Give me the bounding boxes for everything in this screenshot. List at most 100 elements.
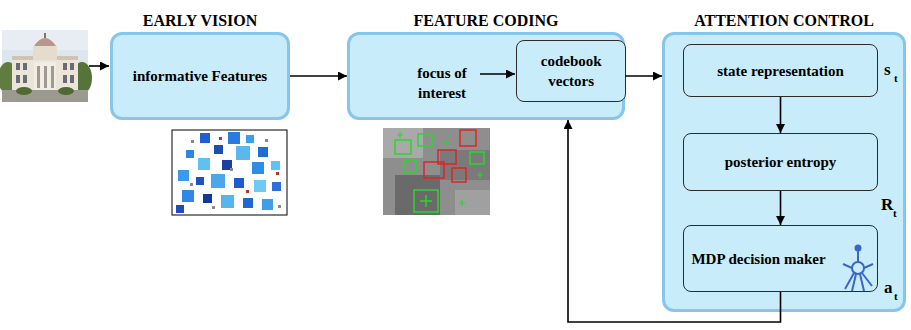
state-symbol: a — [884, 279, 893, 296]
feature-map-picture-part — [176, 205, 184, 213]
focus-picture-part — [420, 195, 432, 207]
building-photo-part — [2, 90, 88, 102]
feature-map-picture-part — [243, 198, 253, 208]
building-photo-part — [58, 87, 74, 95]
process-box: codebook vectors — [516, 40, 626, 102]
feature-map-picture-part — [200, 133, 210, 143]
flow-arrow — [780, 191, 782, 225]
feature-map-picture-part — [236, 146, 250, 160]
feature-map-picture-part — [211, 174, 225, 188]
box-label: state representation — [717, 61, 844, 81]
box-label: focus of interest — [397, 63, 487, 103]
focus-picture-part — [477, 172, 483, 178]
feature-map-picture-part — [271, 161, 280, 170]
building-photo-part — [63, 75, 67, 83]
stage-heading: FEATURE CODING — [350, 12, 622, 30]
stage-heading: EARLY VISION — [113, 12, 287, 30]
stage-box: EARLY VISIONinformative Features — [110, 32, 290, 120]
building-photo-part — [23, 75, 27, 83]
inner-arrow — [480, 73, 515, 75]
building-photo-part — [16, 63, 20, 70]
subscript: t — [893, 208, 897, 219]
focus-picture-part — [395, 140, 411, 154]
process-box: state representation — [683, 44, 878, 97]
flow-arrow — [780, 97, 782, 133]
focus-picture-part — [440, 150, 490, 180]
stage-heading: ATTENTION CONTROL — [665, 12, 903, 30]
box-label: posterior entropy — [725, 152, 837, 172]
focus-picture-part — [395, 175, 440, 215]
building-photo-part — [37, 66, 40, 88]
building-photo-part — [23, 63, 27, 70]
focus-picture-part — [455, 190, 490, 215]
feature-map-picture-part — [246, 135, 254, 143]
feature-map-picture-part — [278, 205, 281, 208]
building-photo-part — [2, 30, 88, 102]
flow-arrow — [625, 75, 662, 77]
feature-map-picture-part — [190, 183, 193, 186]
feature-map-picture-part — [265, 139, 268, 142]
building-photo-part — [12, 58, 78, 90]
focus-picture-part — [418, 134, 432, 146]
feature-map-picture-part — [230, 168, 233, 171]
feature-map-picture-part — [254, 180, 266, 192]
feature-map-picture-part — [276, 172, 279, 175]
feature-map-picture-part — [178, 170, 189, 181]
focus-picture-part — [459, 200, 465, 206]
box-label: codebook vectors — [517, 51, 625, 91]
focus-picture — [383, 128, 490, 215]
feature-map-picture-part — [198, 158, 210, 170]
building-photo-part — [70, 75, 74, 83]
feature-map-picture — [172, 130, 287, 215]
building-photo — [0, 30, 92, 102]
feature-map-picture-part — [258, 147, 268, 157]
stage-box: codebook vectorsFEATURE CODINGfocus of i… — [347, 32, 625, 120]
building-photo-part — [44, 66, 47, 88]
tree-icon-part — [856, 246, 861, 251]
box-label: informative Features — [133, 66, 267, 86]
feature-map-picture-part — [191, 140, 194, 143]
focus-picture-part — [397, 132, 403, 138]
state-symbol: s — [884, 61, 891, 78]
focus-picture-part — [444, 140, 450, 146]
input-arrow — [89, 65, 109, 67]
feature-map-picture-part — [246, 190, 249, 193]
building-photo-part — [51, 66, 54, 88]
feature-map-picture-part — [214, 145, 223, 154]
feature-map-picture-part — [272, 182, 281, 191]
subscript: t — [894, 73, 898, 84]
building-photo-part — [16, 75, 20, 83]
feature-map-picture-part — [222, 160, 232, 170]
focus-picture-part — [404, 160, 416, 172]
focus-picture-part — [414, 190, 438, 212]
building-photo-part — [70, 63, 74, 70]
building-photo-part — [16, 87, 32, 95]
feature-map-picture-part — [212, 206, 215, 209]
feature-map-picture-part — [186, 150, 194, 158]
feature-map-picture-part — [252, 162, 264, 174]
feature-map-picture-part — [182, 190, 194, 202]
focus-picture-part — [470, 152, 484, 164]
state-symbol: R — [881, 196, 893, 213]
box-label: MDP decision maker — [691, 249, 825, 269]
feature-map-picture-part — [262, 199, 273, 210]
feature-map-picture-part — [203, 194, 212, 203]
building-photo-part — [44, 33, 46, 38]
feature-map-picture-part — [221, 195, 234, 208]
feature-map-picture-part — [228, 132, 240, 144]
flow-arrow — [290, 75, 347, 77]
feature-map-picture-part — [219, 137, 222, 140]
feature-map-picture-part — [234, 178, 244, 188]
stage-box: state representation posterior entropyMDP… — [662, 32, 906, 312]
building-photo-part — [34, 38, 56, 46]
process-box: posterior entropy — [683, 133, 878, 191]
building-photo-part — [63, 63, 67, 70]
subscript: t — [894, 291, 898, 302]
focus-picture-part — [452, 168, 466, 182]
focus-picture-part — [424, 162, 444, 178]
building-photo-part — [34, 62, 56, 90]
focus-picture-part — [460, 130, 476, 146]
feature-map-picture-part — [172, 130, 287, 215]
feature-map-picture-part — [196, 177, 204, 185]
